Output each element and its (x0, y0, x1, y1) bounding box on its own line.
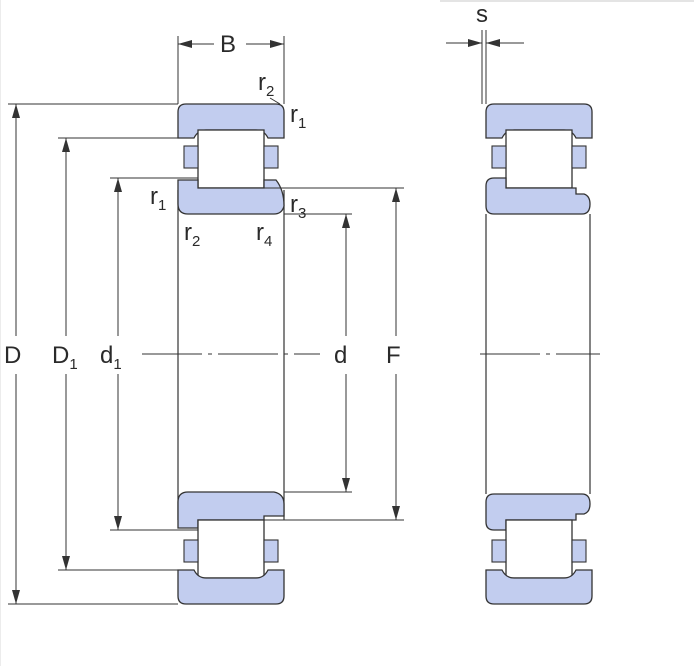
d1-inner-arrow-top (114, 178, 122, 192)
f-arrow-top (392, 188, 400, 202)
right-view (480, 103, 600, 605)
left-border (0, 0, 1, 666)
left-bottom-outer-ring (177, 569, 285, 605)
left-top-cage-right (263, 145, 279, 169)
label-r2-bottom: r2 (184, 219, 200, 250)
d-outer-arrow-top (12, 104, 20, 118)
label-b: B (220, 31, 236, 58)
label-r2-top: r2 (258, 69, 274, 100)
label-d-outer: D (4, 342, 21, 369)
top-border (440, 0, 694, 2)
label-f: F (386, 342, 401, 369)
label-r1-top: r1 (290, 101, 306, 132)
right-top-cage-left (491, 145, 507, 169)
s-arrow-left (468, 39, 482, 47)
f-arrow-bottom (392, 506, 400, 520)
left-bottom-cage-left (183, 539, 199, 563)
d1-inner-arrow-bottom (114, 516, 122, 530)
d-outer-arrow-bottom (12, 590, 20, 604)
right-top-roller (505, 129, 573, 189)
d1-outer-arrow-bottom (62, 556, 70, 570)
label-r4: r4 (256, 219, 272, 250)
d-bore-arrow-top (342, 214, 350, 228)
label-r1-left: r1 (150, 183, 166, 214)
b-arrow-left (178, 40, 192, 48)
left-view (142, 103, 320, 605)
label-d1-outer: D1 (52, 342, 78, 373)
left-bottom-cage-right (263, 539, 279, 563)
right-bottom-roller (505, 519, 573, 579)
right-top-inner-ring (485, 177, 591, 215)
d1-outer-arrow-top (62, 138, 70, 152)
s-arrow-right (486, 39, 500, 47)
right-top-cage-right (571, 145, 587, 169)
right-bottom-outer-ring (485, 569, 593, 605)
left-bottom-roller (197, 519, 265, 579)
label-r3: r3 (290, 191, 306, 222)
right-bottom-cage-right (571, 539, 587, 563)
r2-top-leader (269, 97, 281, 105)
left-top-inner-ring (177, 179, 285, 215)
label-s: s (476, 1, 488, 28)
left-top-cage-left (183, 145, 199, 169)
b-arrow-right (270, 40, 284, 48)
dimension-lines (8, 30, 524, 605)
d-bore-arrow-bottom (342, 478, 350, 492)
dimension-labels: B s r2 r1 r1 r2 r3 r4 D D1 d1 d F (4, 1, 488, 373)
right-bottom-cage-left (491, 539, 507, 563)
label-d1-inner: d1 (100, 342, 122, 373)
label-d-bore: d (334, 342, 347, 369)
left-top-roller (197, 129, 265, 189)
